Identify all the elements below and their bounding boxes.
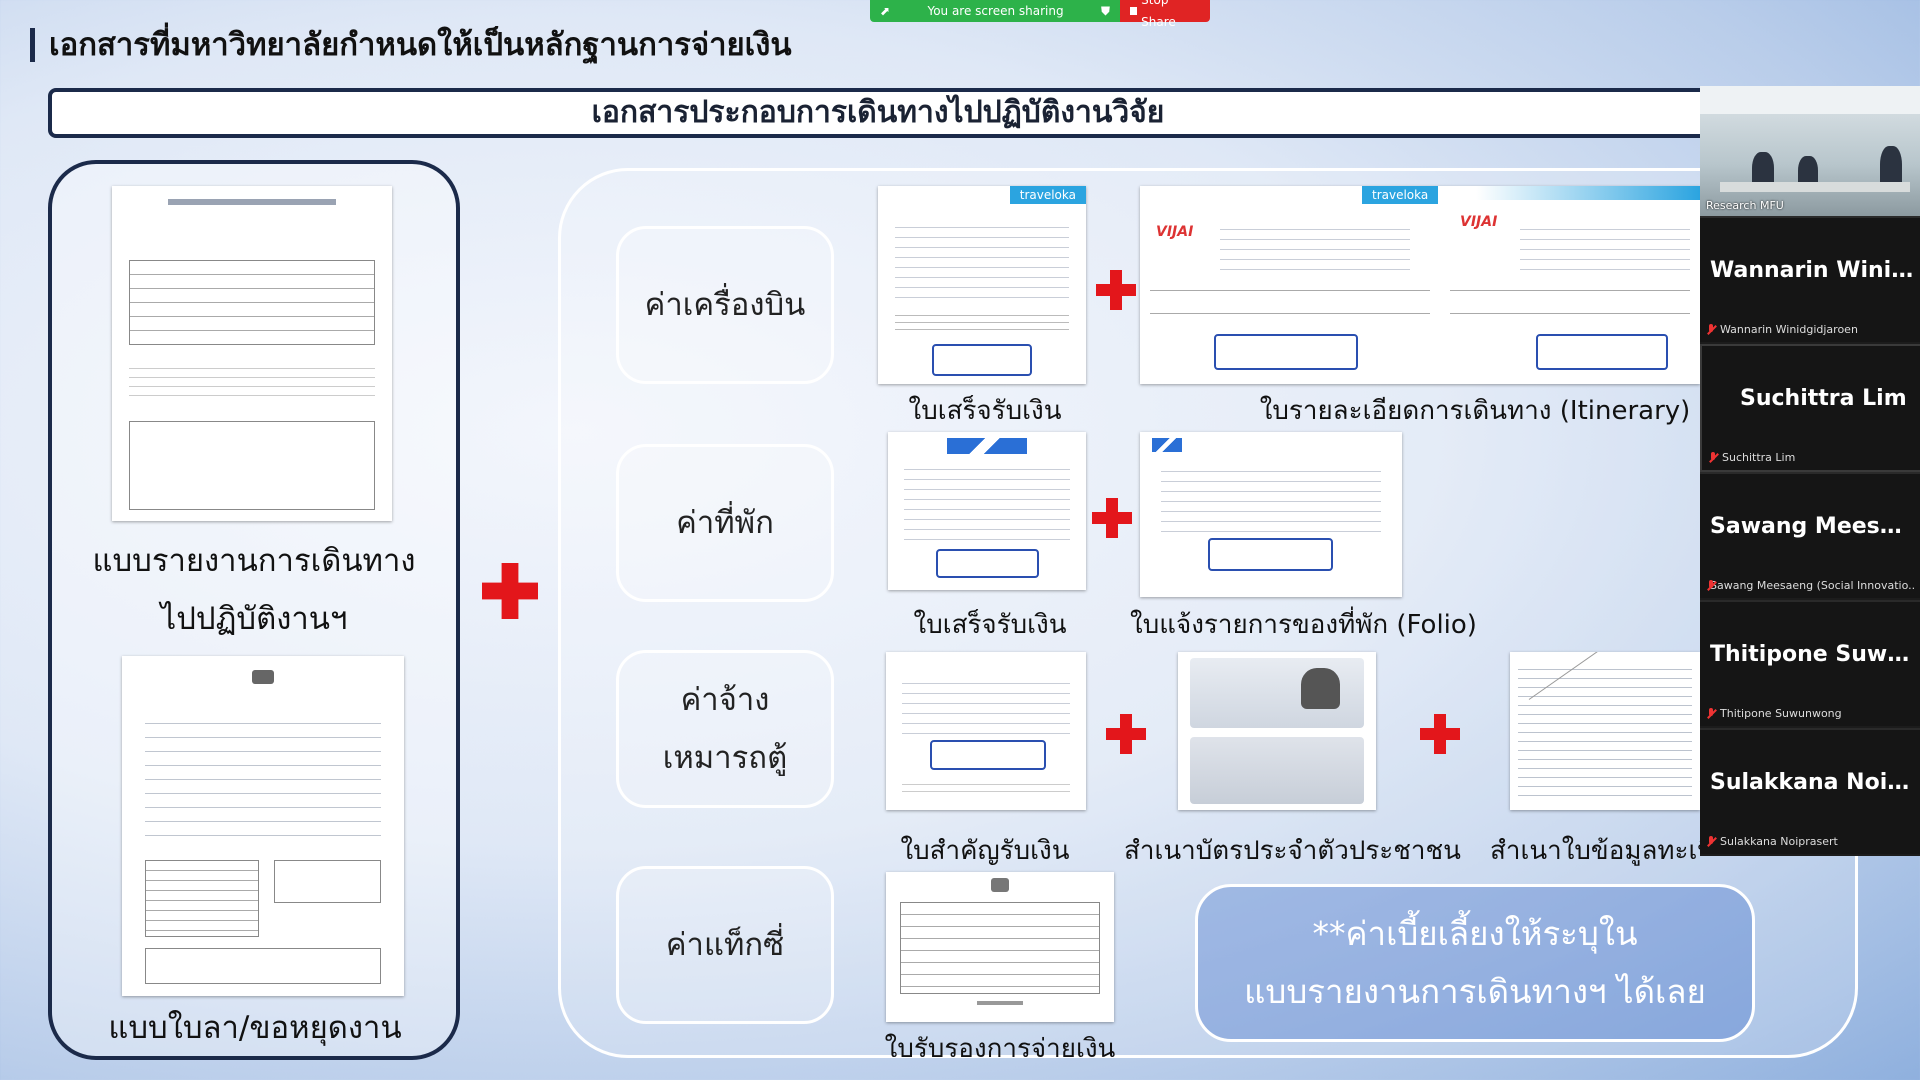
participants-panel: Research MFU Wannarin Winid... Wannarin … <box>1700 86 1920 856</box>
house-registration-copy-label: สำเนาใบข้อมูลทะเบียน <box>1490 836 1700 866</box>
id-card-copy-image <box>1178 652 1376 810</box>
section-banner: เอกสารประกอบการเดินทางไปปฏิบัติงานวิจัย <box>48 88 1708 138</box>
allowance-note-box: **ค่าเบี้ยเลี้ยงให้ระบุใน แบบรายงานการเด… <box>1195 884 1755 1042</box>
shield-icon: ⛊ <box>1100 4 1110 18</box>
traveloka-logo: traveloka <box>1009 186 1086 204</box>
mic-muted-icon <box>1706 835 1716 848</box>
participant-tile[interactable]: Sawang Meesae... Sawang Meesaeng (Social… <box>1700 472 1920 598</box>
payment-certificate-image <box>886 872 1114 1022</box>
folio-label: ใบแจ้งรายการของที่พัก (Folio) <box>1130 610 1477 640</box>
plus-icon <box>482 563 538 619</box>
video-tile-research-mfu[interactable]: Research MFU <box>1700 86 1920 216</box>
hotel-receipt-image <box>888 432 1086 590</box>
itinerary-label: ใบรายละเอียดการเดินทาง (Itinerary) <box>1259 396 1691 426</box>
travel-report-label: แบบรายงานการเดินทาง ไปปฏิบัติงานฯ <box>92 543 416 637</box>
travel-report-document-image <box>112 186 392 521</box>
category-accommodation: ค่าที่พัก <box>616 444 834 602</box>
category-airfare: ค่าเครื่องบิน <box>616 226 834 384</box>
receipt-label: ใบเสร็จรับเงิน <box>913 610 1067 640</box>
plus-icon <box>1092 498 1132 538</box>
stop-share-button[interactable]: Stop Share <box>1120 0 1210 29</box>
mic-muted-icon <box>1708 451 1718 464</box>
participant-tile[interactable]: Thitipone Suwu... Thitipone Suwunwong <box>1700 600 1920 726</box>
category-taxi: ค่าแท็กซี่ <box>616 866 834 1024</box>
hotel-folio-image <box>1140 432 1402 597</box>
id-card-copy-label: สำเนาบัตรประจำตัวประชาชน <box>1124 836 1461 866</box>
plus-icon <box>1096 270 1136 310</box>
participant-tile[interactable]: Sulakkana Noip... Sulakkana Noiprasert <box>1700 728 1920 854</box>
category-van-rental: ค่าจ้าง เหมารถตู้ <box>616 650 834 808</box>
sharing-text: You are screen sharing <box>927 4 1064 18</box>
page-title: เอกสารที่มหาวิทยาลัยกำหนดให้เป็นหลักฐานก… <box>30 28 792 62</box>
mic-muted-icon <box>1706 323 1716 336</box>
leave-form-label: แบบใบลา/ขอหยุดงาน <box>108 1010 402 1046</box>
receipt-label: ใบเสร็จรับเงิน <box>908 396 1062 426</box>
plus-icon <box>1106 714 1146 754</box>
participant-tile[interactable]: Suchittra Lim Suchittra Lim <box>1700 344 1920 472</box>
traveloka-logo: traveloka <box>1362 186 1439 204</box>
payment-voucher-image <box>886 652 1086 810</box>
stop-square-icon <box>1130 7 1138 15</box>
mic-muted-icon <box>1706 707 1716 720</box>
airfare-receipt-image: traveloka <box>878 186 1086 384</box>
payment-certificate-label: ใบรับรองการจ่ายเงิน <box>884 1034 1116 1064</box>
video-tile-name: Research MFU <box>1706 199 1784 212</box>
participant-tile[interactable]: Wannarin Winid... Wannarin Winidgidjaroe… <box>1700 216 1920 342</box>
screen-share-bar: ⬈ You are screen sharing ⛊ Stop Share <box>870 0 1210 29</box>
house-registration-copy-image <box>1510 652 1700 810</box>
share-arrow-icon: ⬈ <box>880 4 891 18</box>
plus-icon <box>1420 714 1460 754</box>
screen-sharing-indicator: ⬈ You are screen sharing ⛊ <box>870 0 1120 22</box>
leave-form-document-image <box>122 656 404 996</box>
itinerary-eticket-image: traveloka VIJAI VIJAI <box>1140 186 1700 384</box>
payment-voucher-label: ใบสำคัญรับเงิน <box>900 836 1070 866</box>
